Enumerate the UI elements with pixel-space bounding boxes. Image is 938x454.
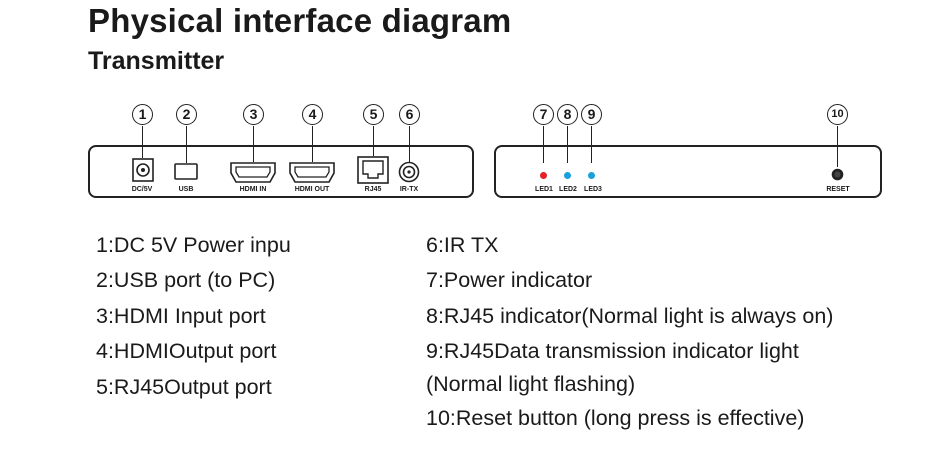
page-title: Physical interface diagram xyxy=(88,2,512,39)
reset-button-label: RESET xyxy=(826,186,850,193)
description-4: 4:HDMIOutput port xyxy=(96,339,277,363)
marker-7: 7 xyxy=(533,104,554,125)
led3-indicator xyxy=(588,172,595,179)
description-5: 5:RJ45Output port xyxy=(96,375,272,399)
marker-2: 2 xyxy=(176,104,197,125)
page-subtitle: Transmitter xyxy=(88,47,225,75)
rj45-port-label: RJ45 xyxy=(364,186,382,193)
dc-power-port-icon xyxy=(132,158,154,182)
description-7: 7:Power indicator xyxy=(426,268,593,292)
leader-line-3 xyxy=(253,126,254,162)
marker-5: 5 xyxy=(363,104,384,125)
leader-line-7 xyxy=(543,126,544,163)
description-9-note: (Normal light flashing) xyxy=(426,372,636,396)
hdmi-out-port-label: HDMI OUT xyxy=(294,186,330,193)
led1-indicator xyxy=(540,172,547,179)
marker-8: 8 xyxy=(557,104,578,125)
leader-line-1 xyxy=(142,126,143,158)
marker-10: 10 xyxy=(827,104,848,125)
usb-port-label: USB xyxy=(178,186,194,193)
usb-port-icon xyxy=(174,163,198,180)
led2-label: LED2 xyxy=(559,186,577,193)
leader-line-8 xyxy=(567,126,568,163)
led3-label: LED3 xyxy=(584,186,602,193)
hdmi-out-port-icon xyxy=(289,162,335,183)
led1-label: LED1 xyxy=(535,186,553,193)
leader-line-4 xyxy=(312,126,313,162)
rj45-port-icon xyxy=(357,156,389,184)
description-3: 3:HDMI Input port xyxy=(96,304,266,328)
description-8: 8:RJ45 indicator(Normal light is always … xyxy=(426,304,834,328)
hdmi-in-port-label: HDMI IN xyxy=(239,186,267,193)
led2-indicator xyxy=(564,172,571,179)
marker-1: 1 xyxy=(132,104,153,125)
reset-button-icon xyxy=(831,168,844,181)
dc-port-label: DC/5V xyxy=(131,186,153,193)
marker-3: 3 xyxy=(243,104,264,125)
leader-line-9 xyxy=(591,126,592,163)
transmitter-rear-panel xyxy=(494,145,882,198)
hdmi-in-port-icon xyxy=(230,162,276,183)
description-2: 2:USB port (to PC) xyxy=(96,268,276,292)
ir-tx-port-icon xyxy=(398,161,420,183)
leader-line-5 xyxy=(373,126,374,156)
description-6: 6:IR TX xyxy=(426,233,499,257)
marker-9: 9 xyxy=(581,104,602,125)
leader-line-2 xyxy=(186,126,187,163)
description-9: 9:RJ45Data transmission indicator light xyxy=(426,339,799,363)
marker-6: 6 xyxy=(399,104,420,125)
ir-tx-port-label: IR-TX xyxy=(399,186,419,193)
description-10: 10:Reset button (long press is effective… xyxy=(426,406,805,430)
transmitter-front-panel xyxy=(88,145,474,198)
leader-line-6 xyxy=(409,126,410,162)
marker-4: 4 xyxy=(302,104,323,125)
description-1: 1:DC 5V Power inpu xyxy=(96,233,291,257)
